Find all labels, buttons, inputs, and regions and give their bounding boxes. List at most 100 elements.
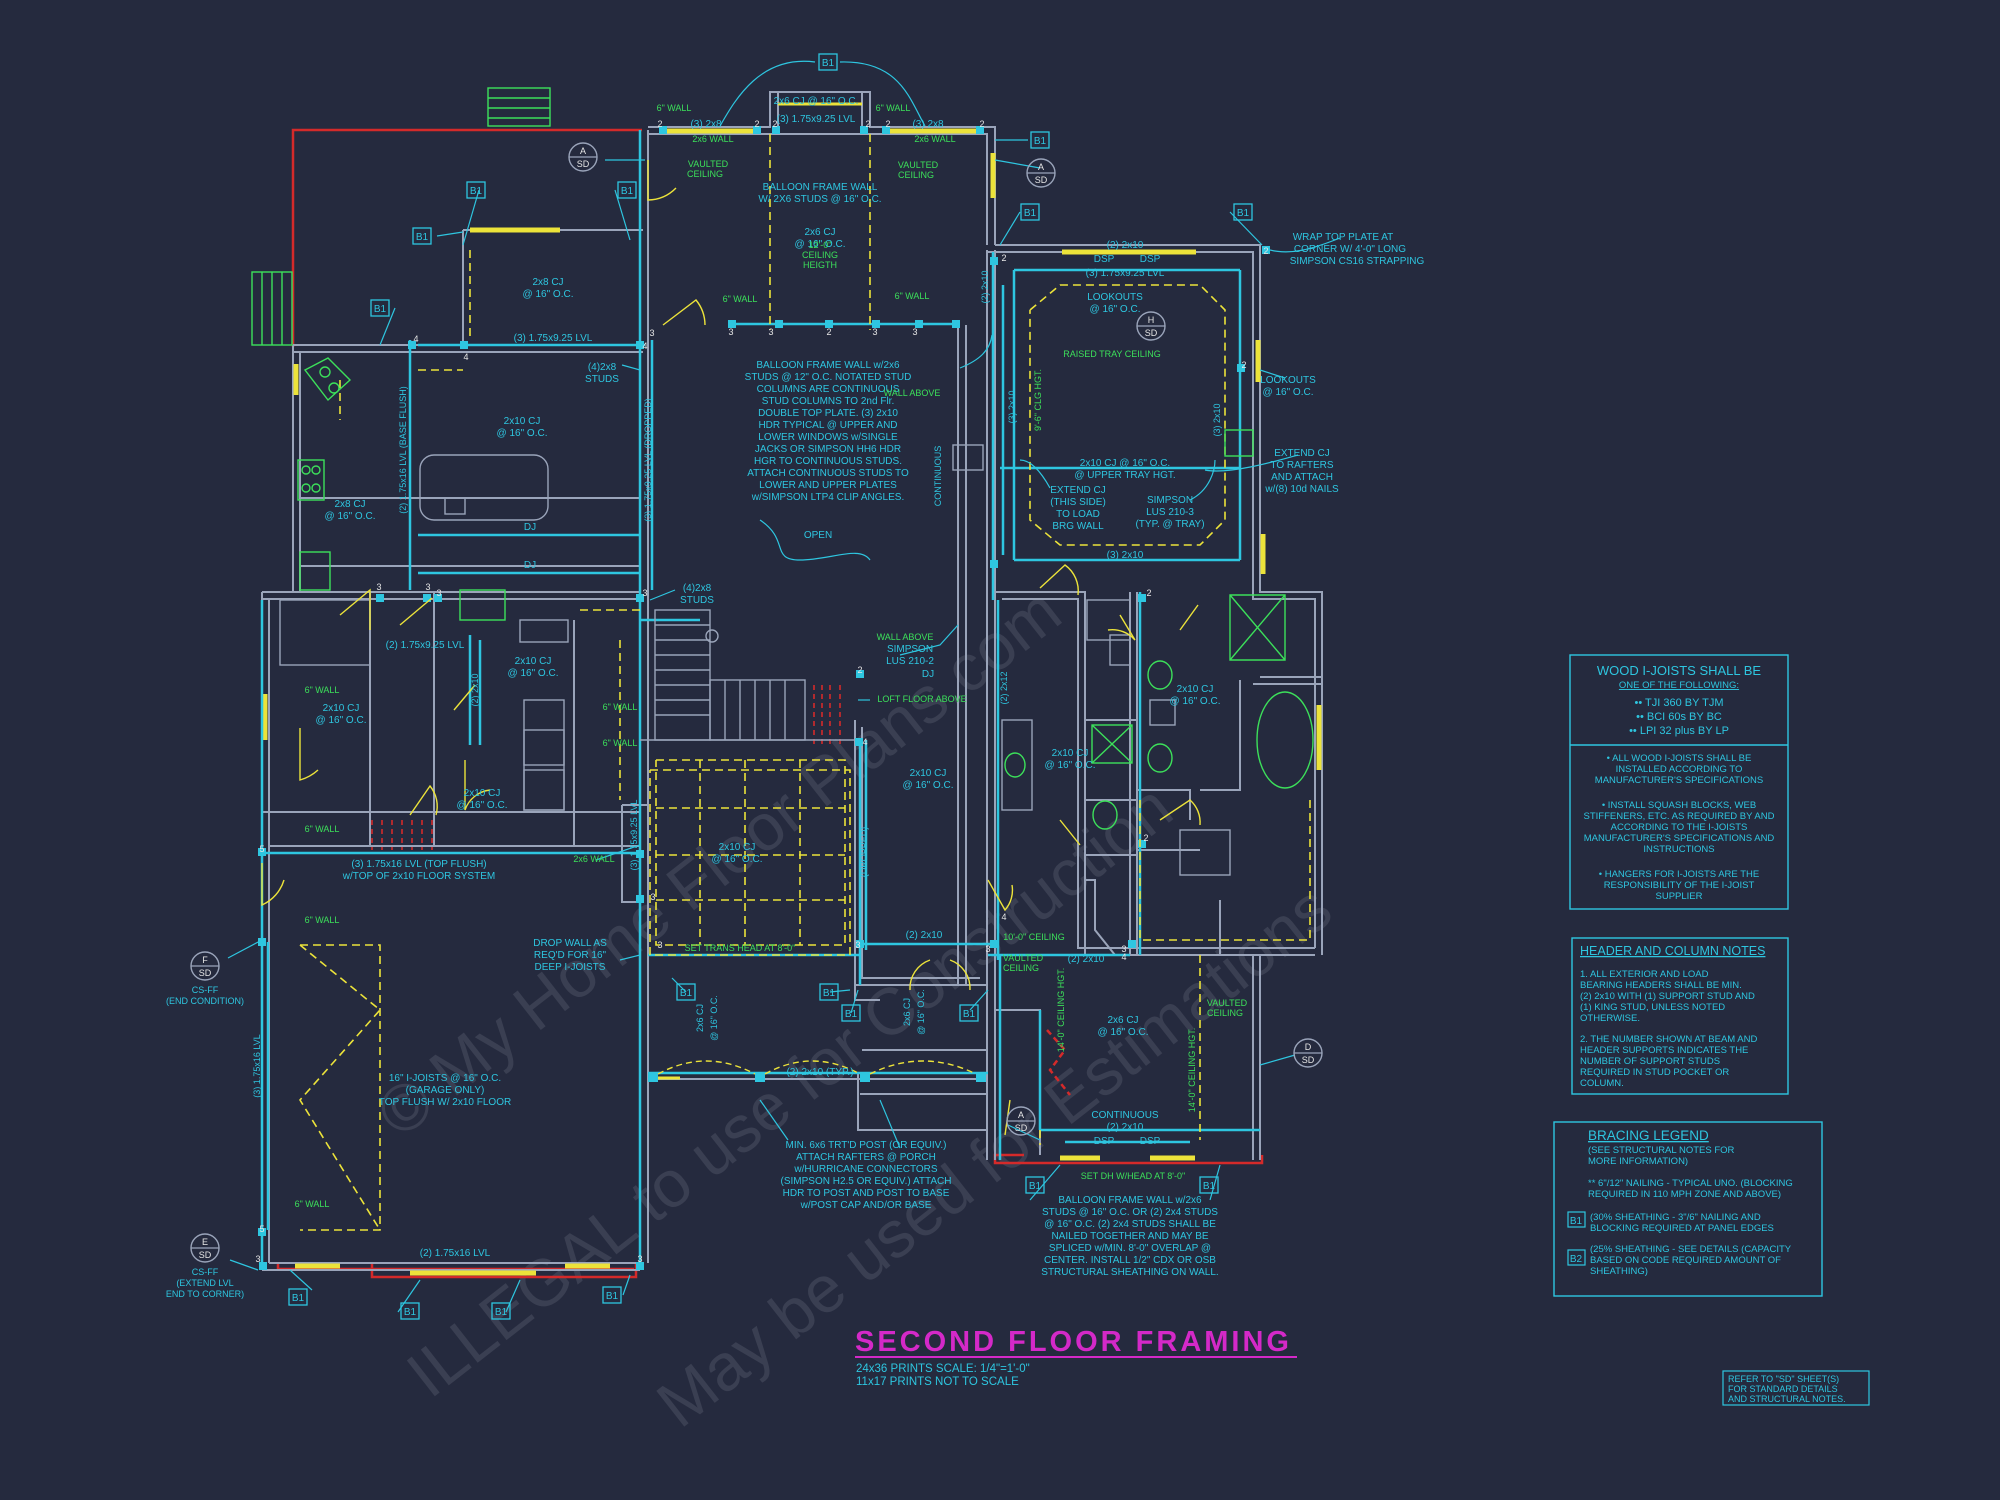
- framing-label: (2) 2x10: [1107, 240, 1144, 251]
- stud-count: 3: [255, 1254, 260, 1264]
- framing-label: 16" I-JOISTS @ 16" O.C.: [389, 1073, 501, 1084]
- fixtures: [251, 87, 1314, 830]
- framing-label: LUS 210-2: [886, 656, 934, 667]
- framing-label: 2x10 CJ: [464, 788, 501, 799]
- stud-count: 2: [885, 119, 890, 129]
- vertical-label: (3) 2x10: [1212, 403, 1222, 436]
- wall-ceiling-label: 6" WALL: [657, 103, 692, 113]
- framing-label: (3) 1.75x9.25 LVL: [514, 333, 593, 344]
- framing-label: ATTACH CONTINUOUS STUDS TO: [747, 468, 909, 479]
- bracing-sub-1: (SEE STRUCTURAL NOTES FOR: [1588, 1145, 1735, 1156]
- framing-label: BALLOON FRAME WALL w/2x6: [756, 360, 900, 371]
- framing-label: w/HURRICANE CONNECTORS: [793, 1164, 937, 1175]
- framing-label: WRAP TOP PLATE AT: [1293, 232, 1394, 243]
- wall-ceiling-label: 6" WALL: [305, 824, 340, 834]
- stud-count: 3: [728, 327, 733, 337]
- window-openings: [262, 102, 1322, 1276]
- framing-label: DEEP I-JOISTS: [535, 962, 606, 973]
- header-note-line: NUMBER OF SUPPORT STUDS: [1580, 1056, 1720, 1067]
- joist-note-line: STIFFENERS, ETC. AS REQUIRED BY AND: [1584, 811, 1775, 822]
- wall-ceiling-label: 6" WALL: [603, 738, 638, 748]
- joist-option-2: •• BCI 60s BY BC: [1636, 711, 1722, 723]
- framing-label: (THIS SIDE): [1050, 497, 1106, 508]
- framing-label: w/(8) 10d NAILS: [1264, 484, 1339, 495]
- framing-label: STRUCTURAL SHEATHING ON WALL.: [1041, 1267, 1218, 1278]
- bracing-tag-frame: [1199, 1176, 1219, 1194]
- vertical-label: (3) 1.75x16 LVL: [252, 1034, 262, 1097]
- bracing-tag-frame: [617, 181, 637, 199]
- framing-label: @ UPPER TRAY HGT.: [1074, 470, 1175, 481]
- vertical-label: 14'-0" CEILING HGT.: [1187, 1028, 1197, 1112]
- framing-label: CONTINUOUS: [1091, 1110, 1159, 1121]
- stud-count: 2: [1146, 588, 1151, 598]
- header-note-line: 1. ALL EXTERIOR AND LOAD: [1580, 969, 1709, 980]
- section-marker-letter: E: [202, 1237, 208, 1247]
- refer-notes-box: REFER TO "SD" SHEET(S) FOR STANDARD DETA…: [1722, 1370, 1870, 1406]
- joist-option-3: •• LPI 32 plus BY LP: [1629, 725, 1729, 737]
- framing-label: LOOKOUTS: [1260, 375, 1316, 386]
- vertical-label: @ 16" O.C.: [709, 995, 719, 1041]
- joist-note-line: • HANGERS FOR I-JOISTS ARE THE: [1599, 869, 1759, 880]
- section-marker-letter: H: [1148, 315, 1155, 325]
- bracing-tag-frame: [370, 299, 390, 317]
- vertical-label: (3) 1.75x9.25 LVL: [629, 800, 639, 871]
- marker-caption: END TO CORNER): [166, 1289, 244, 1299]
- stud-count: 5: [259, 844, 264, 854]
- framing-label: (SIMPSON H2.5 OR EQUIV.) ATTACH: [781, 1176, 952, 1187]
- bracing-tag: B1: [1203, 1181, 1216, 1192]
- joist-box-heading: WOOD I-JOISTS SHALL BE: [1597, 663, 1762, 678]
- framing-label: HGR TO CONTINUOUS STUDS.: [754, 456, 902, 467]
- bracing-tag: B1: [606, 1291, 619, 1302]
- bracing-tag: B1: [1237, 208, 1250, 219]
- wall-ceiling-label: 6" WALL: [876, 103, 911, 113]
- framing-label: CORNER W/ 4'-0" LONG: [1294, 244, 1406, 255]
- joist-note-line: INSTALLED ACCORDING TO: [1616, 764, 1743, 775]
- framing-label: W/ 2X6 STUDS @ 16" O.C.: [758, 194, 881, 205]
- vertical-label: (2) 2x12: [999, 671, 1009, 704]
- marker-captions: CS-FF(END CONDITION)CS-FF(EXTEND LVLEND …: [166, 985, 244, 1299]
- bracing-tag: B1: [495, 1307, 508, 1318]
- vertical-label: 2x6 CJ: [902, 998, 912, 1026]
- wall-ceiling-label: LOFT FLOOR ABOVE: [877, 694, 966, 704]
- bracing-general-1: ** 6"/12" NAILING - TYPICAL UNO. (BLOCKI…: [1588, 1178, 1793, 1189]
- stud-count: 2: [772, 119, 777, 129]
- bracing-b2-tag-frame: [1567, 1249, 1586, 1266]
- framing-label: STUDS @ 16" O.C. OR (2) 2x4 STUDS: [1042, 1207, 1218, 1218]
- bracing-b1-tag-frame: [1567, 1211, 1586, 1228]
- section-marker-sheet: SD: [1015, 1123, 1028, 1133]
- stud-count: 3: [637, 1254, 642, 1264]
- header-note-line: OTHERWISE.: [1580, 1013, 1640, 1024]
- framing-label: 2x8 CJ: [532, 277, 563, 288]
- stud-count: 2: [865, 119, 870, 129]
- bracing-tag: B1: [845, 1009, 858, 1020]
- wall-ceiling-label: WALL ABOVE: [877, 632, 934, 642]
- framing-label: SIMPSON: [1147, 495, 1193, 506]
- bracing-legend-heading: BRACING LEGEND: [1588, 1128, 1709, 1143]
- wall-ceiling-label: 2x6 WALL: [573, 854, 614, 864]
- framing-label: @ 16" O.C.: [712, 854, 763, 865]
- framing-label: BRG WALL: [1052, 521, 1104, 532]
- section-marker-sheet: SD: [1035, 175, 1048, 185]
- joist-box-subheading: ONE OF THE FOLLOWING:: [1619, 680, 1739, 691]
- marker-caption: CS-FF: [192, 1267, 219, 1277]
- joist-notes-box: WOOD I-JOISTS SHALL BE ONE OF THE FOLLOW…: [1569, 654, 1789, 910]
- bracing-sub-2: MORE INFORMATION): [1588, 1156, 1688, 1167]
- bracing-tag-frame: [602, 1286, 622, 1304]
- bracing-tag-frame: [676, 983, 696, 1001]
- framing-label: (3) 2x8: [912, 119, 944, 130]
- wall-ceiling-label: VAULTED: [1003, 953, 1044, 963]
- framing-label: LOWER WINDOWS w/SINGLE: [758, 432, 898, 443]
- bracing-b2-line-1: (25% SHEATHING - SEE DETAILS (CAPACITY: [1590, 1244, 1792, 1255]
- framing-label: BALLOON FRAME WALL: [763, 182, 878, 193]
- bracing-b2-tag: B2: [1570, 1254, 1583, 1265]
- framing-label: DOUBLE TOP PLATE. (3) 2x10: [758, 408, 898, 419]
- framing-label: SIMPSON CS16 STRAPPING: [1290, 256, 1425, 267]
- wall-ceiling-label: CEILING: [898, 170, 934, 180]
- stud-count: 3: [768, 327, 773, 337]
- vertical-label: 9'-6" CLG HGT.: [1033, 369, 1043, 431]
- bracing-b1-line-1: (30% SHEATHING - 3"/6" NAILING AND: [1590, 1212, 1761, 1223]
- refer-line-3: AND STRUCTURAL NOTES.: [1728, 1394, 1846, 1404]
- framing-label: @ 16" O.C.: [1098, 1027, 1149, 1038]
